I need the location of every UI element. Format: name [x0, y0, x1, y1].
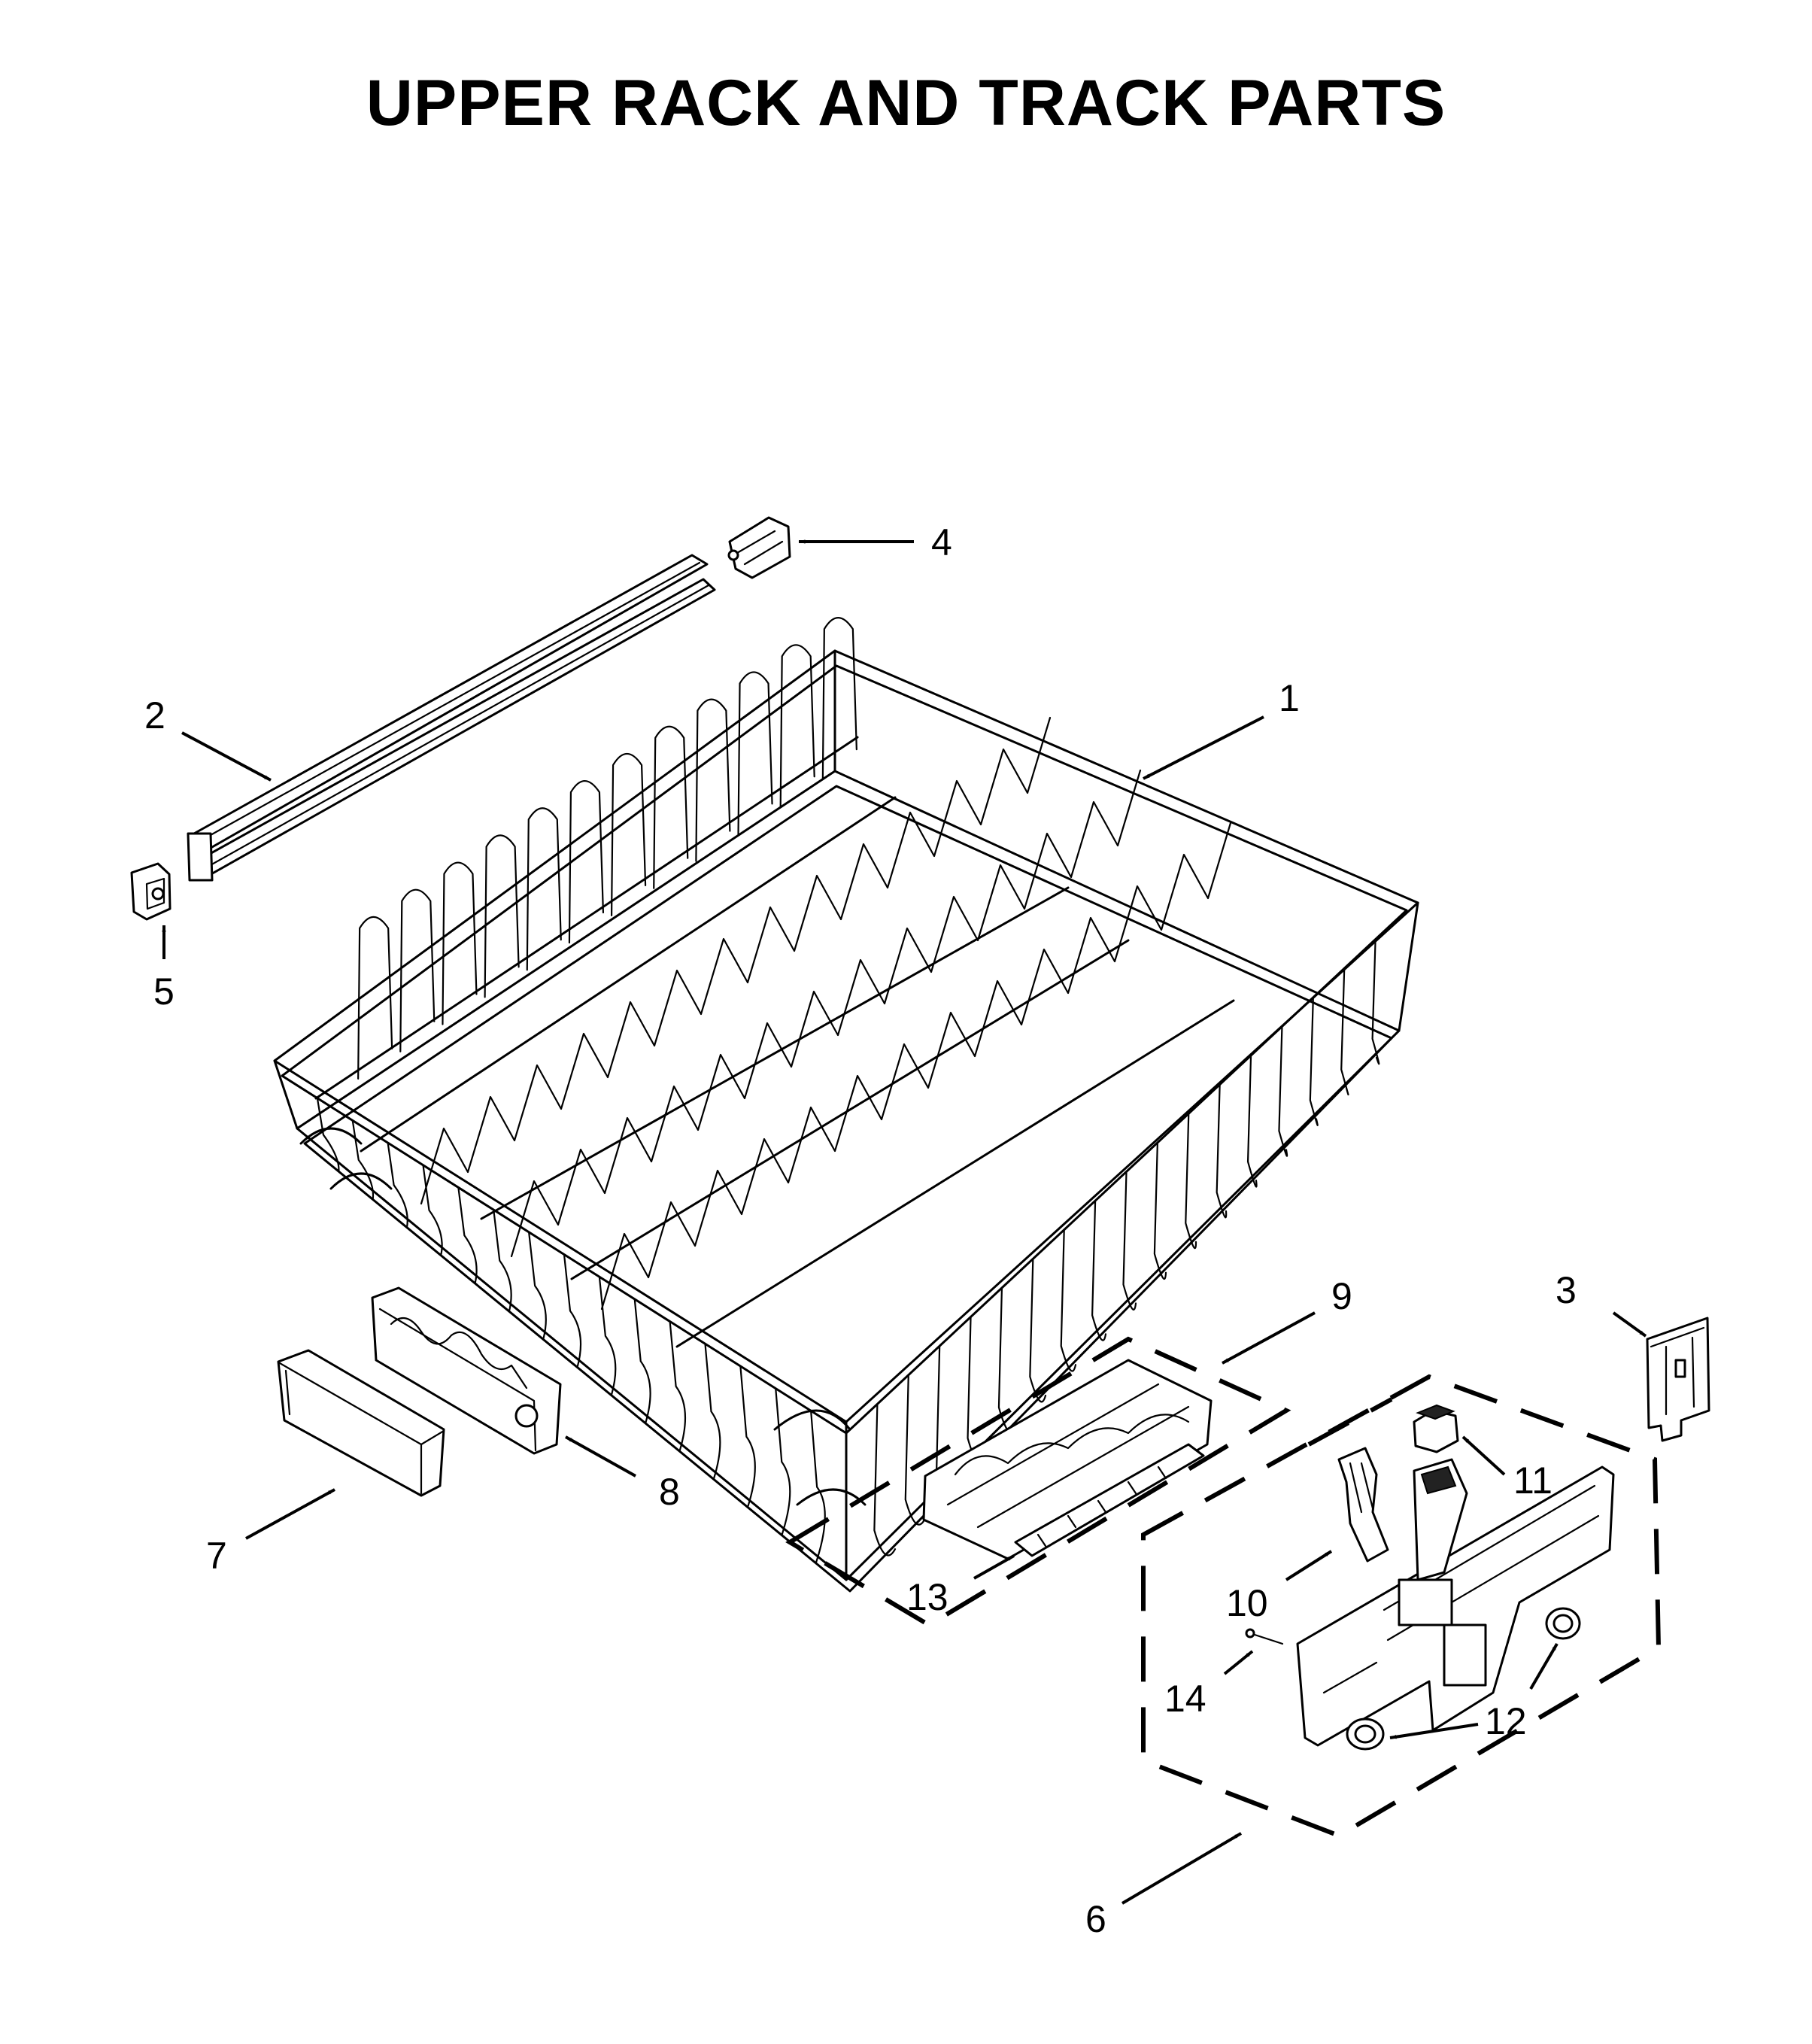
handle-part: [371, 1286, 562, 1455]
callout-6: 6: [1085, 1898, 1106, 1940]
callout-3: 3: [1556, 1269, 1577, 1311]
handle-cover-part: [277, 1349, 445, 1497]
callout-4: 4: [931, 521, 952, 563]
callout-12: 12: [1485, 1700, 1527, 1742]
callout-1: 1: [1279, 677, 1300, 719]
callout-10: 10: [1226, 1582, 1268, 1624]
callout-5: 5: [153, 970, 175, 1013]
track-rail-part: [187, 554, 716, 882]
callout-2: 2: [144, 694, 165, 737]
rack-bracket-part: [1646, 1317, 1710, 1442]
callout-leaders: [162, 539, 1647, 1905]
callout-9: 9: [1331, 1275, 1352, 1317]
callout-13: 13: [906, 1576, 948, 1618]
callout-labels: 1 2 3 4 5 6 7 8 9 10 11 12 13 14: [144, 521, 1577, 1940]
end-cap-part: [130, 862, 171, 921]
adjuster-assembly-group: [1141, 1374, 1662, 1839]
callout-8: 8: [659, 1471, 680, 1513]
callout-11: 11: [1513, 1459, 1552, 1502]
upper-rack-part: [273, 617, 1419, 1593]
diagram-title: UPPER RACK AND TRACK PARTS: [366, 67, 1446, 139]
tine-assembly-group: [785, 1336, 1291, 1628]
callout-7: 7: [206, 1535, 227, 1577]
track-stop-part: [727, 516, 791, 579]
callout-14: 14: [1164, 1678, 1206, 1720]
